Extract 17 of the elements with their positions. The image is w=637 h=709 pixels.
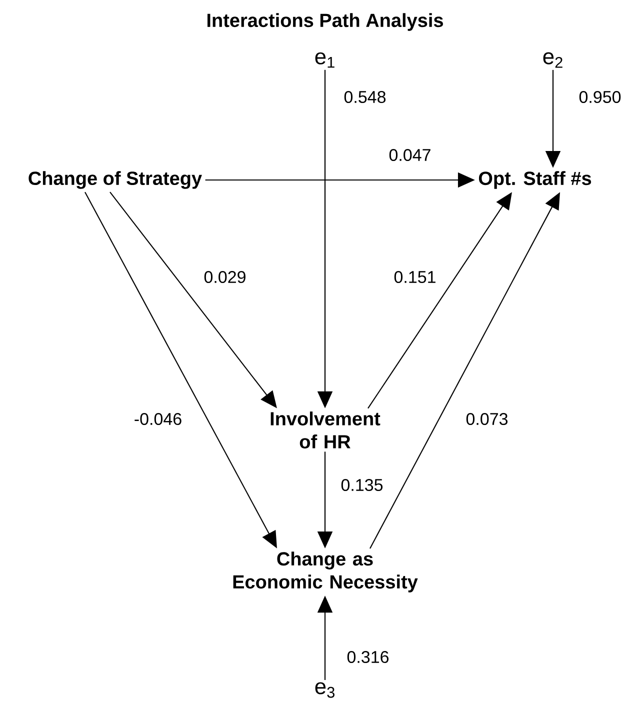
error-term: e$_{3}$: [315, 682, 334, 698]
variable-label: Opt. Staff #s: [478, 171, 592, 189]
variable-label: Change as Economic Necessity: [233, 552, 418, 592]
path-coefficient: 0.316: [346, 650, 390, 664]
variable-label: Change of Strategy: [28, 171, 202, 189]
path-coefficient: -0.046: [132, 412, 184, 426]
path-coefficient: 0.135: [340, 478, 384, 492]
path-coefficient: 0.950: [578, 90, 622, 104]
title: Interactions Path Analysis: [207, 13, 443, 31]
path-coefficient: 0.047: [388, 148, 432, 162]
path-coefficient: 0.073: [464, 412, 510, 426]
error-term: e$_{1}$: [315, 52, 334, 68]
path-coefficient: 0.029: [202, 270, 248, 284]
error-term: e$_{2}$: [543, 52, 562, 68]
path-coefficient: 0.548: [342, 90, 388, 104]
path-coefficient: 0.151: [392, 270, 438, 284]
variable-label: Involvement of HR: [270, 412, 380, 448]
